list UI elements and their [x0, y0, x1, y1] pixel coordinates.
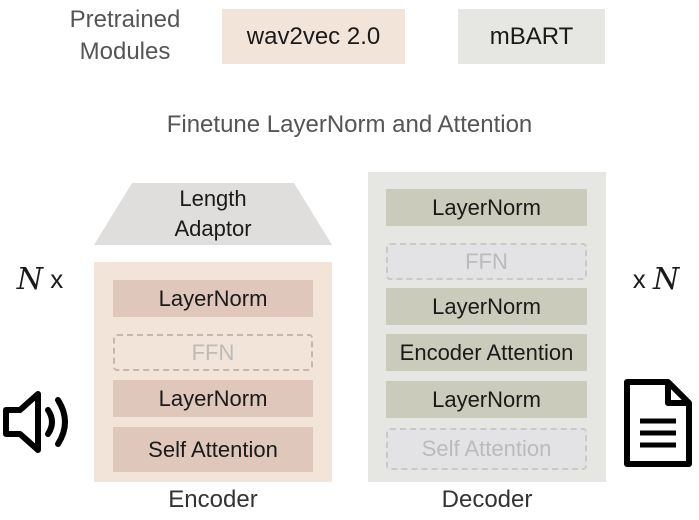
decoder-layernorm-bottom: LayerNorm [386, 381, 587, 418]
repeat-symbol: N [16, 261, 43, 297]
decoder-self-attention: Self Attention [386, 428, 587, 470]
length-adaptor: Length Adaptor [94, 183, 332, 245]
decoder-repeat-label: x N [626, 261, 686, 297]
repeat-times: x [632, 263, 646, 294]
decoder-layernorm-middle: LayerNorm [386, 288, 587, 325]
legend-label-line2: Modules [79, 38, 171, 65]
encoder-self-attention: Self Attention [113, 427, 313, 472]
length-adaptor-shape [94, 183, 332, 245]
encoder-ffn: FFN [113, 334, 313, 371]
document-icon [624, 379, 692, 467]
legend-mbart: mBART [458, 9, 605, 64]
legend-label-line1: Pretrained [69, 6, 181, 33]
encoder-repeat-label: N x [10, 261, 70, 297]
length-adaptor-line2: Adaptor [174, 216, 252, 241]
length-adaptor-line1: Length [179, 186, 247, 211]
encoder-layernorm-bottom: LayerNorm [113, 380, 313, 417]
decoder-label: Decoder [441, 486, 533, 513]
legend-wav2vec: wav2vec 2.0 [222, 9, 405, 64]
decoder-layernorm-top: LayerNorm [386, 189, 587, 226]
encoder-label: Encoder [168, 486, 258, 513]
repeat-symbol: N [652, 261, 680, 297]
legend-label: Pretrained Modules [40, 4, 210, 68]
speaker-icon [3, 391, 68, 453]
encoder-layernorm-top: LayerNorm [113, 280, 313, 317]
repeat-times: x [50, 263, 64, 294]
decoder-ffn: FFN [386, 243, 587, 280]
length-adaptor-label: Length Adaptor [94, 183, 332, 245]
finetune-caption: Finetune LayerNorm and Attention [166, 111, 533, 138]
decoder-encoder-attention: Encoder Attention [386, 334, 587, 371]
